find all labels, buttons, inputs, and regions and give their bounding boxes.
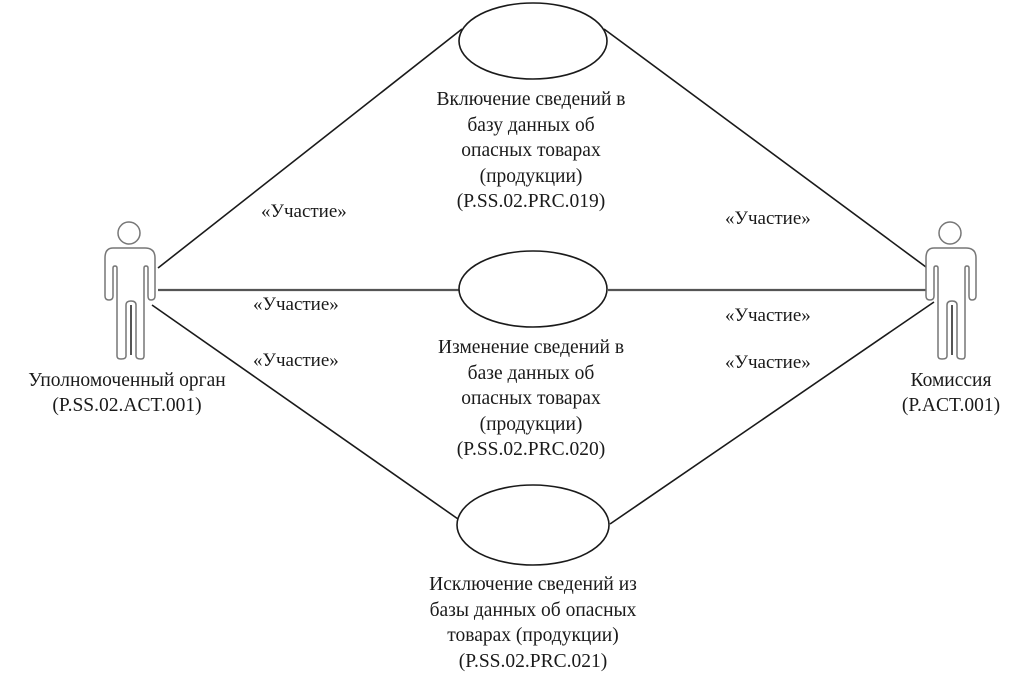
use-case-019-line: Включение сведений в bbox=[436, 89, 626, 110]
actor-right-name: Комиссия bbox=[910, 370, 992, 391]
actor-icon-left[interactable] bbox=[104, 221, 156, 360]
use-case-019-line: (продукции) bbox=[479, 165, 583, 187]
use-case-021-line: базы данных об опасных bbox=[429, 599, 637, 621]
use-case-ellipse-021[interactable] bbox=[456, 484, 610, 566]
association-line-left-uc019 bbox=[157, 28, 463, 269]
use-case-020-line: опасных товарах bbox=[461, 388, 601, 409]
use-case-021-line: товарах (продукции) bbox=[447, 625, 619, 646]
use-case-020-line: Изменение сведений в bbox=[437, 337, 625, 358]
actor-left-code: (P.SS.02.ACT.001) bbox=[52, 395, 202, 416]
association-label-left-uc020: «Участие» bbox=[253, 294, 339, 315]
association-label-right-uc020: «Участие» bbox=[725, 305, 811, 326]
use-case-021-code: (P.SS.02.PRC.021) bbox=[458, 650, 608, 672]
use-case-label-019: Включение сведений в базу данных об опас… bbox=[381, 87, 681, 215]
use-case-ellipse-020[interactable] bbox=[458, 250, 608, 328]
association-label-right-uc021: «Участие» bbox=[725, 352, 811, 373]
use-case-label-020: Изменение сведений в базе данных об опас… bbox=[381, 335, 681, 463]
actor-label-left: Уполномоченный орган (P.SS.02.ACT.001) bbox=[2, 368, 252, 418]
use-case-ellipse-019[interactable] bbox=[458, 2, 608, 80]
use-case-020-line: (продукции) bbox=[479, 413, 583, 435]
association-line-left-uc021 bbox=[151, 304, 459, 520]
use-case-019-line: опасных товарах bbox=[461, 140, 601, 161]
actor-label-right: Комиссия (P.ACT.001) bbox=[884, 368, 1018, 418]
use-case-020-line: базе данных об bbox=[467, 362, 595, 384]
association-line-right-uc021 bbox=[609, 301, 935, 525]
use-case-019-line: базу данных об bbox=[467, 114, 595, 136]
actor-icon-right[interactable] bbox=[925, 221, 977, 360]
use-case-019-code: (P.SS.02.PRC.019) bbox=[456, 191, 606, 212]
association-label-left-uc019: «Участие» bbox=[261, 201, 347, 222]
association-line-right-uc019 bbox=[603, 28, 931, 271]
use-case-020-code: (P.SS.02.PRC.020) bbox=[456, 439, 606, 460]
actor-right-code: (P.ACT.001) bbox=[901, 395, 1001, 416]
actor-left-name: Уполномоченный орган bbox=[28, 370, 226, 391]
association-label-left-uc021: «Участие» bbox=[253, 350, 339, 371]
use-case-label-021: Исключение сведений из базы данных об оп… bbox=[383, 572, 683, 674]
use-case-021-line: Исключение сведений из bbox=[429, 574, 637, 595]
association-label-right-uc019: «Участие» bbox=[725, 208, 811, 229]
